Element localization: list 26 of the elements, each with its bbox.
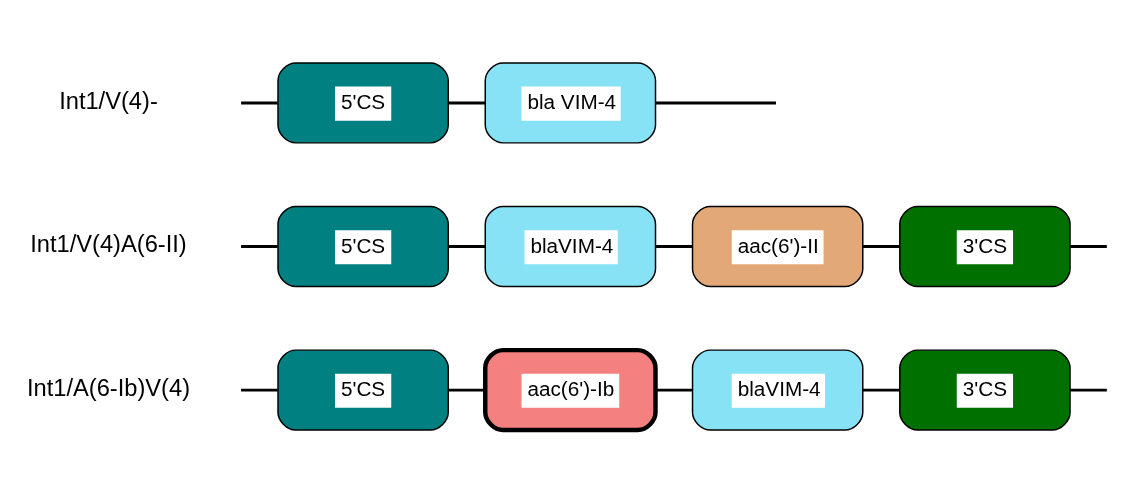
node-box: aac(6')-II	[691, 205, 864, 287]
node-box: 3'CS	[899, 348, 1071, 431]
node-box: 5'CS	[277, 61, 449, 144]
label: Int1/A(6-Ib)V(4)	[26, 374, 191, 401]
node-box: aac(6')-Ib	[483, 347, 658, 432]
label: Int1/V(4)A(6-II)	[30, 230, 187, 257]
node-box: 5'CS	[277, 205, 449, 287]
node-box: blaVIM-4	[691, 348, 864, 431]
connector	[241, 388, 278, 392]
node-box: bla VIM-4	[484, 61, 657, 144]
node-box: 3'CS	[899, 205, 1071, 287]
node-box: 5'CS	[277, 348, 449, 431]
connector	[448, 244, 485, 248]
connector	[862, 244, 900, 248]
connector	[448, 388, 485, 392]
label: Int1/V(4)-	[59, 87, 158, 114]
connector	[655, 244, 693, 248]
node-box: blaVIM-4	[484, 205, 657, 287]
connector	[655, 388, 693, 392]
connector	[448, 100, 485, 104]
connector	[862, 388, 900, 392]
connector	[241, 244, 278, 248]
connector	[1070, 388, 1107, 392]
connector	[241, 100, 278, 104]
connector	[655, 100, 776, 104]
connector	[1070, 244, 1107, 248]
